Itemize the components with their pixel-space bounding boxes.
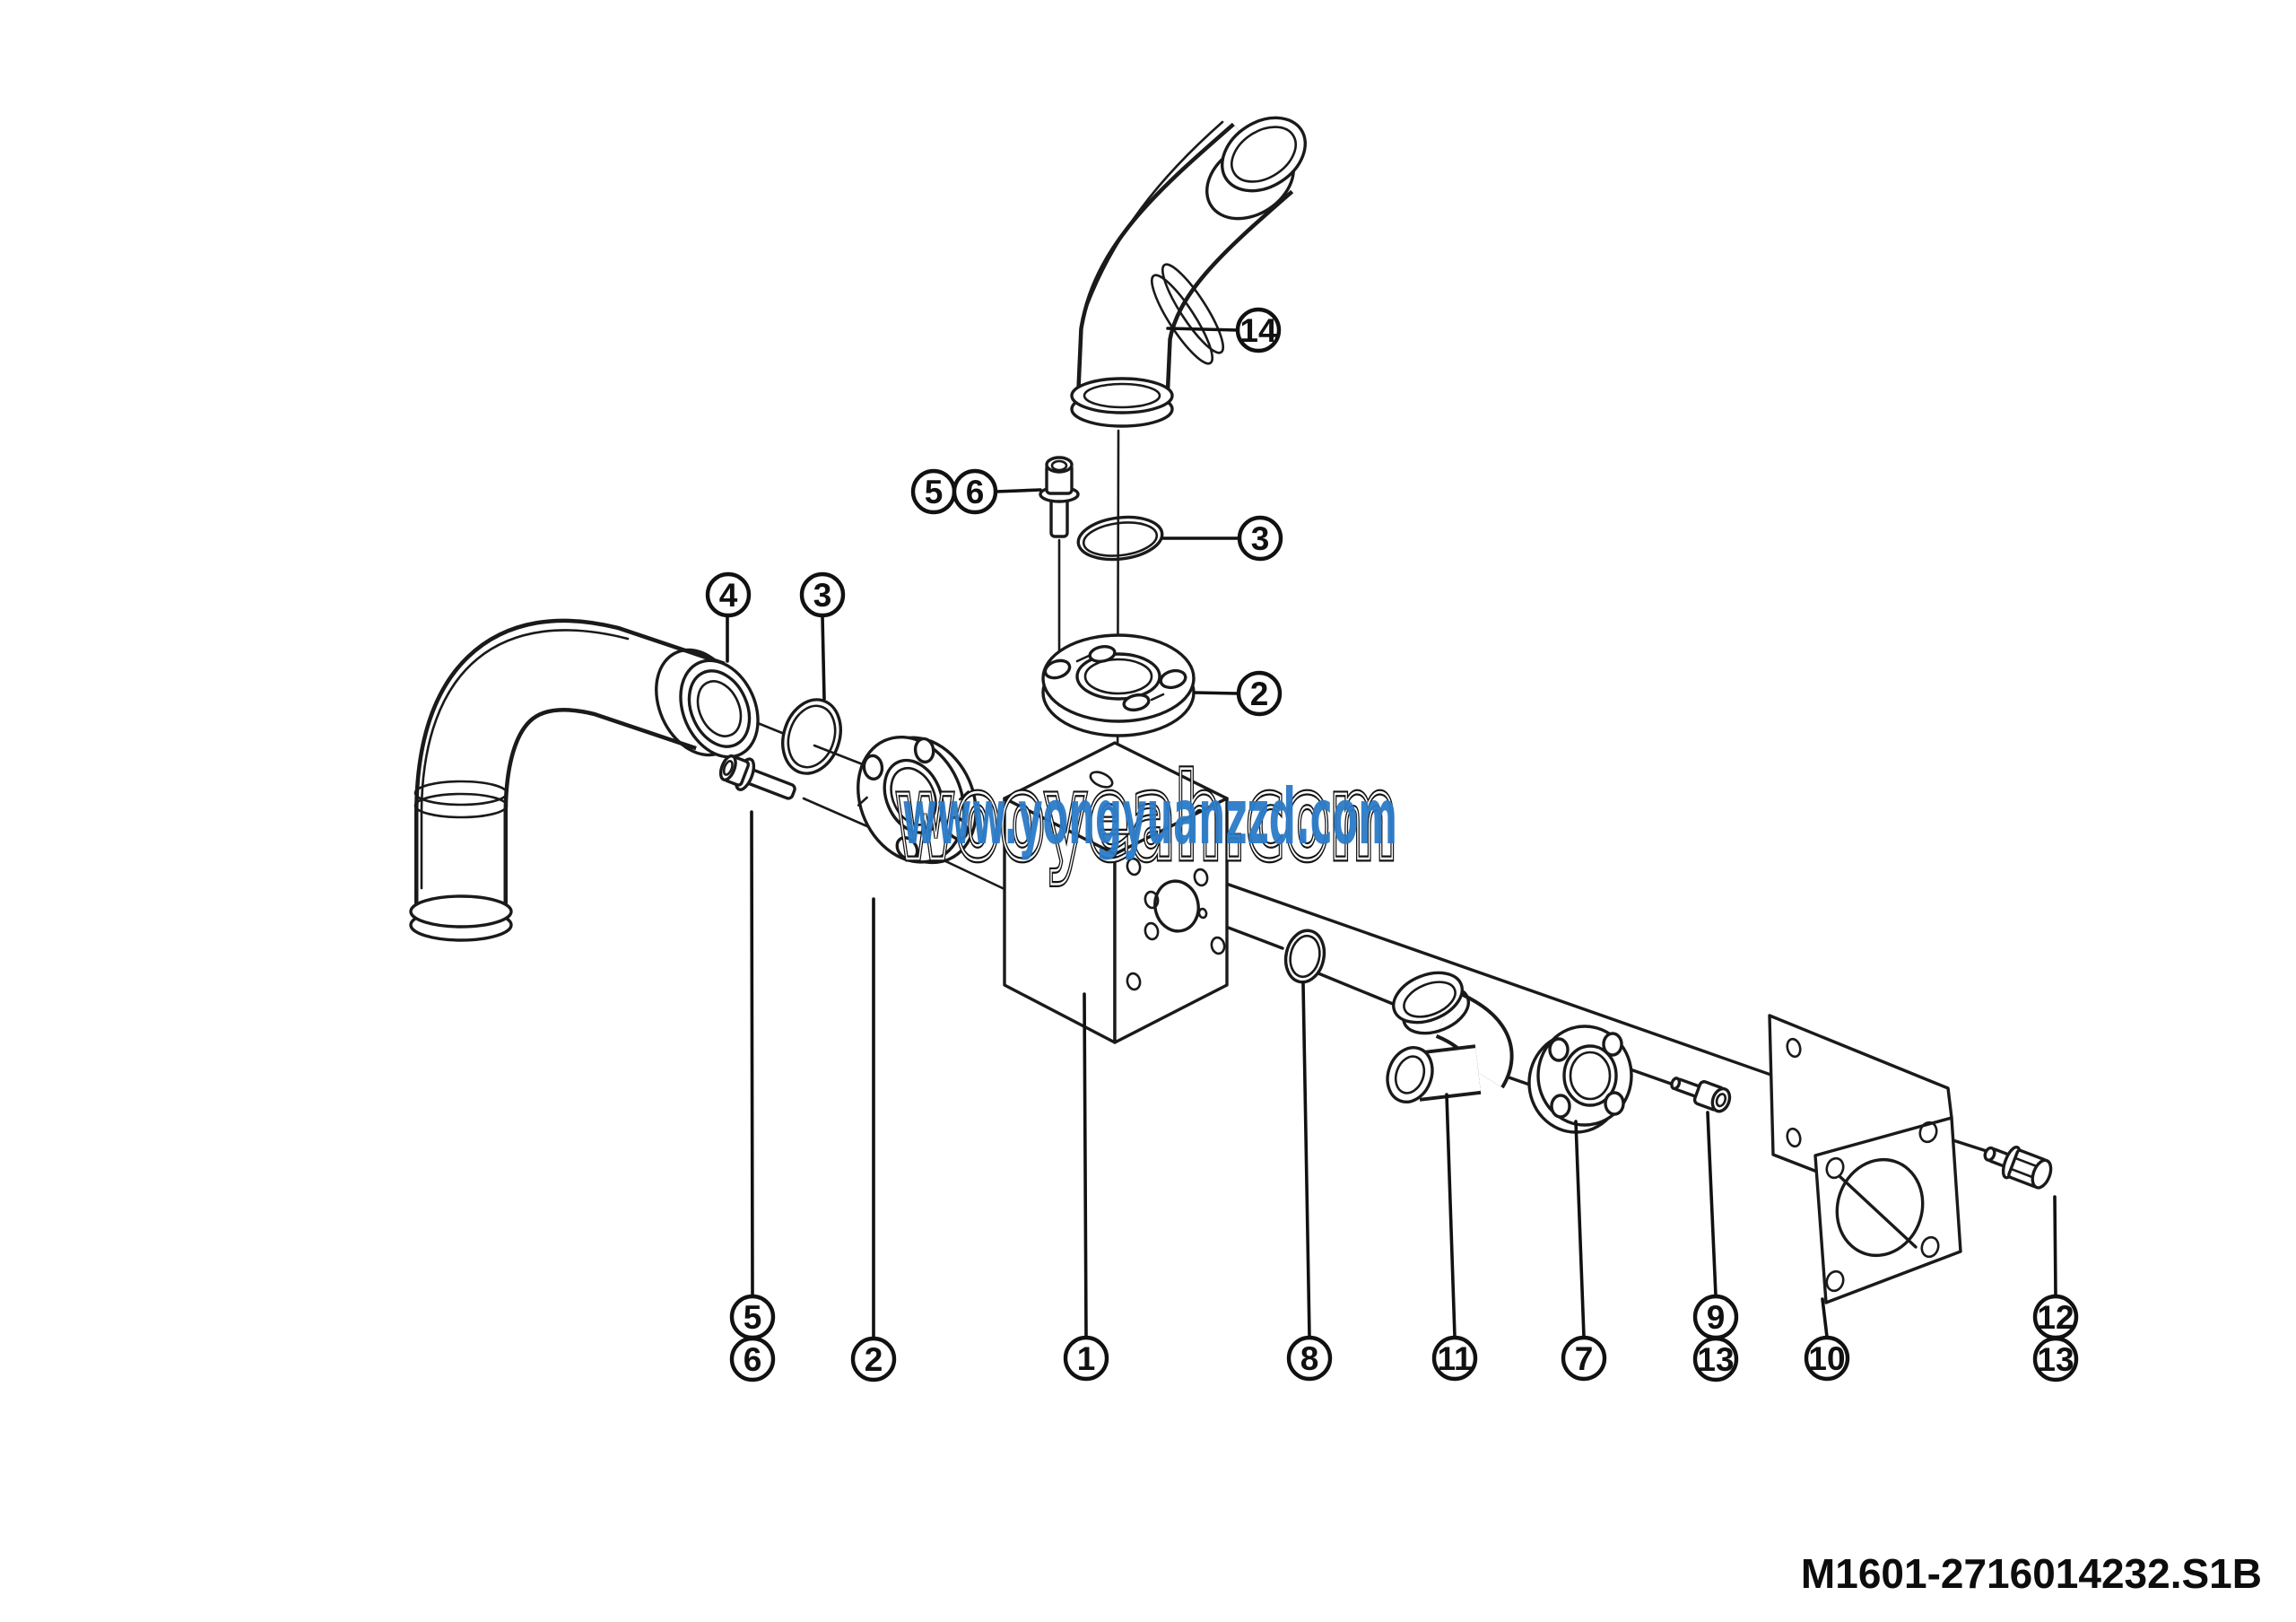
callout-circle: [1237, 515, 1283, 562]
callout-4: 4: [705, 571, 752, 618]
leader-line: [1301, 981, 1311, 1339]
leader-line: [1706, 1111, 1718, 1297]
leader-line: [1821, 1297, 1829, 1339]
callout-circle: [799, 571, 846, 618]
callout-circle: [1692, 1336, 1739, 1382]
callout-3: 3: [799, 571, 846, 618]
callout-number: 4: [719, 577, 738, 614]
callout-number: 3: [1251, 520, 1270, 557]
watermark-outline-text: wooyeah.com: [895, 749, 1397, 887]
callout-number: 6: [744, 1341, 762, 1378]
callout-number: 14: [1239, 312, 1277, 349]
callout-circle: [2032, 1336, 2079, 1382]
part-manifold-block: [1003, 741, 1229, 1044]
callout-circle: [952, 468, 998, 515]
callout-3: 3: [1237, 515, 1283, 562]
callout-number: 12: [2037, 1299, 2074, 1336]
part-oring-small: [1283, 929, 1326, 984]
callout-13: 13: [1692, 1336, 1739, 1382]
callout-1: 1: [1063, 1335, 1109, 1382]
part-elbow-pipe-left: [409, 618, 760, 942]
callout-9: 9: [1692, 1294, 1739, 1340]
callout-circle: [1286, 1335, 1333, 1382]
callout-8: 8: [1286, 1335, 1333, 1382]
leader-line: [994, 488, 1042, 493]
callout-number: 6: [966, 474, 985, 510]
callout-circle: [850, 1336, 897, 1382]
callout-number: 1: [1077, 1340, 1096, 1377]
callout-12: 12: [2032, 1294, 2079, 1340]
callout-number: 7: [1575, 1340, 1594, 1377]
part-oring-top: [1076, 515, 1164, 562]
callout-7: 7: [1561, 1335, 1607, 1382]
callout-2: 2: [850, 1336, 897, 1382]
callout-circle: [1235, 307, 1282, 353]
callout-circle: [705, 571, 752, 618]
leader-line: [1574, 1120, 1586, 1339]
part-clamp-flange-right: [1527, 1025, 1633, 1134]
callout-circle: [1561, 1335, 1607, 1382]
callout-6: 6: [952, 468, 998, 515]
leader-line: [821, 615, 826, 701]
callout-14: 14: [1235, 307, 1282, 353]
callout-5: 5: [910, 468, 957, 515]
callout-10: 10: [1804, 1335, 1850, 1382]
callout-5: 5: [729, 1294, 776, 1340]
leader-line: [1166, 327, 1239, 332]
callout-number: 13: [1697, 1341, 1734, 1378]
leader-line: [1083, 992, 1088, 1339]
callout-circle: [1804, 1335, 1850, 1382]
part-socket-bolt-small: [1670, 1077, 1732, 1113]
callout-number: 9: [1707, 1299, 1726, 1336]
leader-line: [2053, 1195, 2057, 1297]
callout-number: 5: [744, 1299, 762, 1336]
callout-number: 5: [925, 474, 944, 510]
callout-circle: [1236, 670, 1283, 717]
part-elbow-fitting: [1386, 971, 1514, 1103]
callout-number: 2: [1250, 676, 1269, 712]
callout-leaders: [726, 327, 2057, 1339]
callout-number: 3: [813, 577, 832, 614]
part-clamp-flange-left: [857, 735, 978, 865]
part-oring-left: [781, 698, 842, 775]
part-socket-bolt-top: [1039, 456, 1080, 538]
watermark-outline-text-core: wooyeah.com: [895, 749, 1397, 887]
callout-number: 13: [2037, 1341, 2074, 1378]
part-clamp-flange-top: [1041, 633, 1196, 737]
callout-number: 10: [1808, 1340, 1845, 1377]
part-hex-bolt: [1983, 1146, 2053, 1190]
watermark-url-text: www.yongyuanzzd.com: [902, 772, 1397, 862]
callout-number: 11: [1437, 1340, 1472, 1377]
callout-2: 2: [1236, 670, 1283, 717]
callout-11: 11: [1431, 1335, 1478, 1382]
drawing-code: M1601-2716014232.S1B: [1801, 1550, 2262, 1597]
callout-13: 13: [2032, 1336, 2079, 1382]
part-socket-bolt-left: [718, 754, 796, 800]
part-elbow-pipe-top: [1070, 116, 1307, 428]
callout-circle: [1063, 1335, 1109, 1382]
callout-number: 8: [1300, 1340, 1319, 1377]
callout-6: 6: [729, 1336, 776, 1382]
watermark: wooyeah.com wooyeah.com www.yongyuanzzd.…: [892, 746, 1401, 891]
callout-number: 2: [865, 1341, 883, 1378]
leader-line: [1445, 1093, 1457, 1339]
callout-circle: [1431, 1335, 1478, 1382]
part-bracket-plate: [1768, 1014, 1962, 1304]
callout-circle: [729, 1336, 776, 1382]
